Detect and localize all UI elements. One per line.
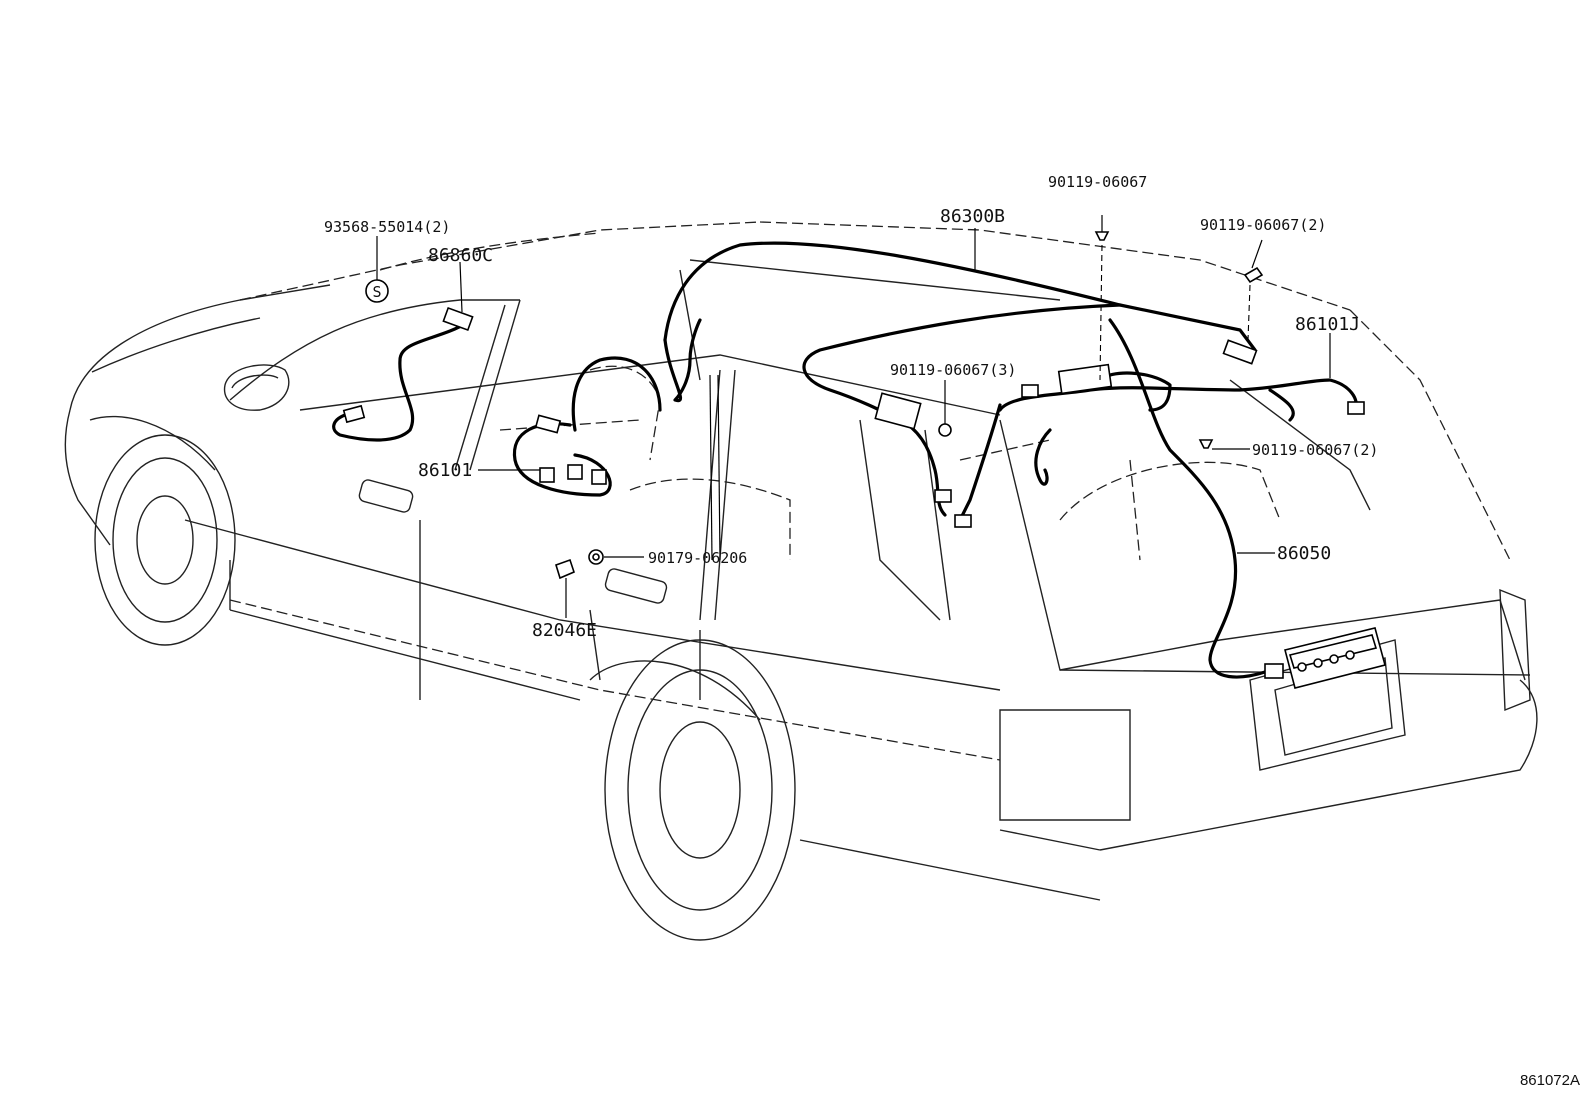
harness-86101j	[954, 363, 1365, 528]
label-86300b: 86300B	[940, 206, 1005, 227]
harness-86050	[1108, 318, 1386, 689]
label-90179-06206: 90179-06206	[648, 549, 747, 567]
label-86860c: 86860C	[428, 245, 493, 266]
screw-90119-three	[938, 380, 952, 437]
clip-90179	[588, 549, 644, 565]
screw-90119-topright	[1243, 239, 1264, 341]
label-90119-06067-topright: 90119-06067(2)	[1200, 216, 1326, 234]
callout-labels: 93568-55014(2) 86860C 86300B 90119-06067…	[324, 173, 1580, 1089]
label-86101: 86101	[418, 460, 472, 481]
figure-id: 861072A	[1520, 1072, 1580, 1089]
screw-90119-right	[1198, 439, 1250, 450]
leader-lines	[459, 228, 1331, 561]
label-86050: 86050	[1277, 543, 1331, 564]
s-symbol: S	[372, 283, 381, 301]
bracket-82046e	[555, 558, 575, 618]
label-90119-06067-top: 90119-06067	[1048, 173, 1147, 191]
label-93568-55014: 93568-55014(2)	[324, 218, 450, 236]
car-body	[64, 221, 1538, 901]
label-82046e: 82046E	[532, 620, 597, 641]
harness-86101	[512, 356, 662, 497]
harness-86860c	[332, 306, 474, 442]
label-90119-06067-three: 90119-06067(3)	[890, 361, 1016, 379]
rear-wheel	[589, 639, 796, 941]
front-wheel	[89, 415, 236, 646]
label-90119-06067-right: 90119-06067(2)	[1252, 441, 1378, 459]
screw-90119-top	[1094, 215, 1110, 381]
harness-86300b	[663, 241, 1258, 517]
s-marker: S	[365, 236, 389, 303]
label-86101j: 86101J	[1295, 314, 1360, 335]
